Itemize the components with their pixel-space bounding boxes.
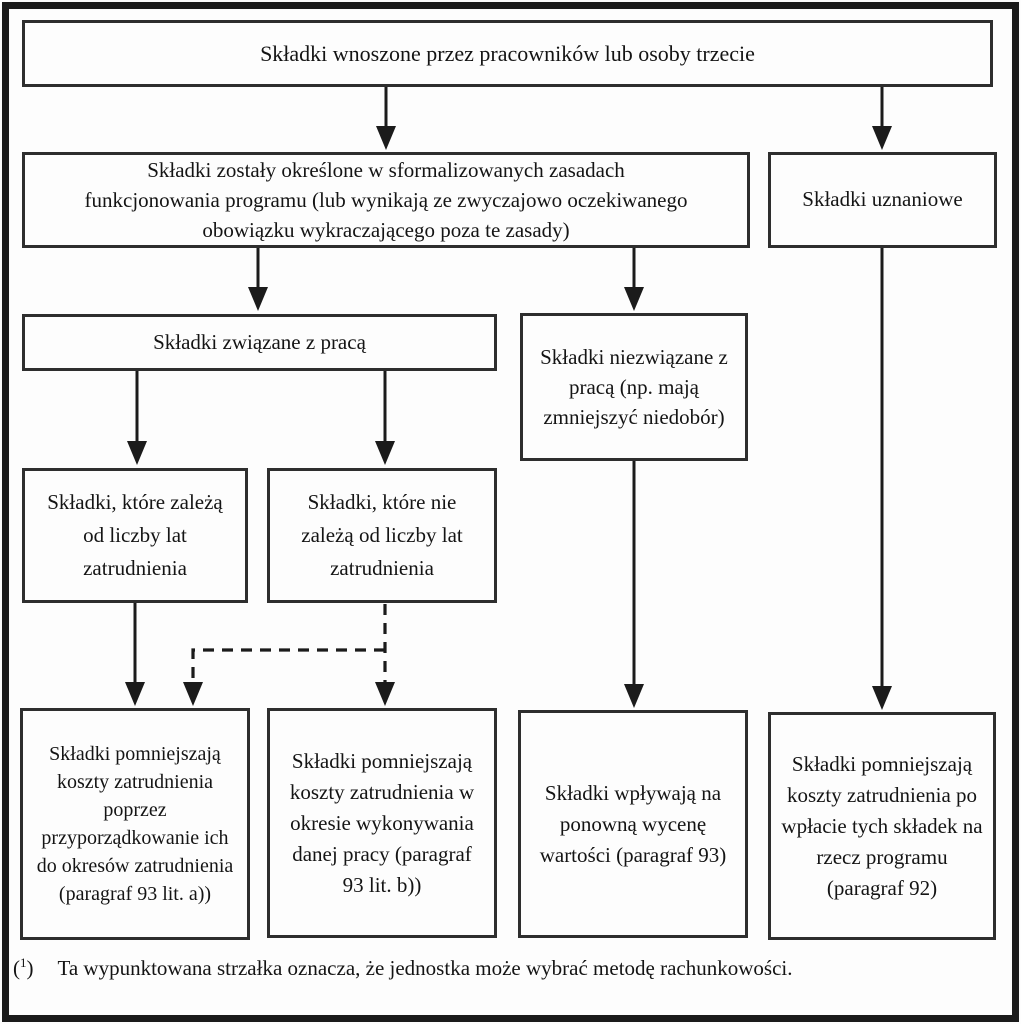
node-outcome-attribution-label: Składki pomniejszają koszty zatrudnienia… — [36, 743, 234, 905]
node-linked-to-service-label: Składki związane z pracą — [153, 329, 366, 354]
dashed-arrow-independent-to-outcome-attribution — [183, 648, 385, 706]
arrow-top-to-formal-terms — [376, 87, 396, 150]
arrow-top-to-discretionary — [872, 87, 892, 150]
footnote-marker: (1) — [13, 955, 34, 980]
node-outcome-attribution: Składki pomniejszają koszty zatrudnienia… — [20, 708, 250, 940]
arrow-linked-to-independent — [375, 371, 395, 465]
footnote-superscript: 1 — [20, 955, 27, 970]
footnote-text: Ta wypunktowana strzałka oznacza, że jed… — [57, 956, 793, 980]
node-outcome-remeasurement: Składki wpływają na ponowną wycenę warto… — [518, 710, 748, 938]
arrow-linked-to-dependent — [127, 371, 147, 465]
node-employee-contributions-label: Składki wnoszone przez pracowników lub o… — [260, 41, 755, 66]
arrow-dependent-to-outcome-attribution — [125, 603, 145, 706]
node-linked-to-service: Składki związane z pracą — [22, 314, 497, 371]
node-outcome-on-payment: Składki pomniejszają koszty zatrudnienia… — [768, 712, 996, 940]
node-outcome-on-payment-label: Składki pomniejszają koszty zatrudnienia… — [781, 751, 983, 900]
node-outcome-remeasurement-label: Składki wpływają na ponowną wycenę warto… — [539, 780, 727, 867]
node-employee-contributions: Składki wnoszone przez pracowników lub o… — [22, 20, 993, 87]
arrow-discretionary-to-outcome-on-payment — [872, 248, 892, 710]
node-independent-of-years: Składki, które nie zależą od liczby lat … — [267, 468, 497, 603]
node-outcome-service-period: Składki pomniejszają koszty zatrudnienia… — [267, 708, 497, 938]
footnote: (1) Ta wypunktowana strzałka oznacza, że … — [13, 953, 953, 983]
arrow-formal-terms-to-not-linked — [624, 248, 644, 311]
node-not-linked-to-service: Składki niezwiązane z pracą (np. mają zm… — [520, 313, 748, 461]
arrow-not-linked-to-outcome-remeasurement — [624, 461, 644, 708]
node-not-linked-to-service-label: Składki niezwiązane z pracą (np. mają zm… — [540, 345, 728, 429]
node-independent-of-years-label: Składki, które nie zależą od liczby lat … — [301, 490, 463, 580]
node-dependent-on-years-label: Składki, które zależą od liczby lat zatr… — [47, 490, 223, 580]
node-dependent-on-years: Składki, które zależą od liczby lat zatr… — [22, 468, 248, 603]
node-discretionary-contributions: Składki uznaniowe — [768, 152, 997, 248]
node-formal-terms-label: Składki zostały określone w sformalizowa… — [84, 158, 688, 242]
node-discretionary-contributions-label: Składki uznaniowe — [802, 187, 963, 212]
node-formal-terms: Składki zostały określone w sformalizowa… — [22, 152, 750, 248]
arrow-formal-terms-to-linked — [248, 248, 268, 311]
dashed-arrow-independent-to-outcome-service-period — [375, 604, 395, 706]
node-outcome-service-period-label: Składki pomniejszają koszty zatrudnienia… — [289, 748, 475, 897]
